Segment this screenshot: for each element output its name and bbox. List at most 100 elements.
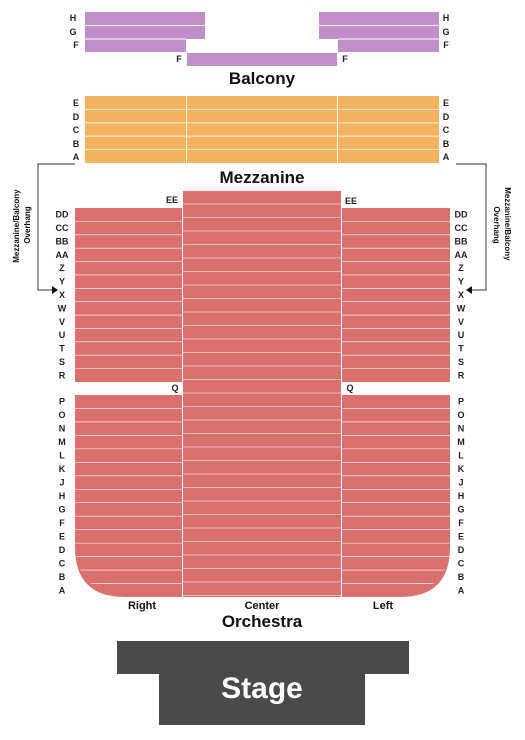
mezzanine-row-label-left: B: [73, 139, 80, 149]
stage-apron: [117, 641, 409, 674]
orchestra-rear-row-label-left: X: [59, 290, 65, 300]
orchestra-front-row-label-right: F: [458, 518, 464, 528]
orchestra-front-row-label-right: D: [458, 545, 465, 555]
orchestra-rear-row-label-right: R: [458, 370, 465, 380]
orchestra-row-dividers: [75, 191, 450, 597]
orchestra-rear-row-label-left: T: [59, 344, 65, 354]
orchestra-center-top-label-left: EE: [166, 195, 178, 205]
orchestra-front-row-label-left: L: [59, 451, 65, 461]
overhang-label-left: Mezzanine/Balcony Overhang: [12, 187, 32, 263]
orchestra-rear-row-label-left: CC: [56, 223, 69, 233]
orchestra-front-row-label-left: B: [59, 572, 66, 582]
balcony-row-label-left: H: [70, 13, 77, 23]
balcony-front-center-label-right: F: [342, 54, 348, 64]
orchestra-rear-row-label-left: R: [59, 370, 66, 380]
orchestra-rear-row-label-right: DD: [455, 210, 468, 220]
mezzanine-title: Mezzanine: [219, 168, 304, 187]
arrow-right-icon: [52, 286, 58, 294]
stage-label: Stage: [221, 672, 303, 705]
orchestra-rear-row-label-right: S: [458, 357, 464, 367]
overhang-label-line2: Overhang: [492, 206, 501, 243]
balcony-row-dividers: [85, 25, 439, 40]
stage: Stage: [117, 641, 409, 725]
orchestra-rear-row-label-right: AA: [455, 250, 468, 260]
orchestra-front-row-label-right: A: [458, 585, 465, 595]
orchestra-rear-row-label-right: V: [458, 317, 464, 327]
orchestra-front-right[interactable]: [75, 395, 182, 597]
orchestra-rear-row-label-left: V: [59, 317, 65, 327]
balcony-row-label-left: G: [69, 27, 76, 37]
orchestra-front-row-label-right: G: [457, 504, 464, 514]
orchestra-front-row-label-right: C: [458, 558, 465, 568]
orchestra-front-row-label-left: M: [58, 437, 66, 447]
mezzanine-row-label-left: D: [73, 112, 80, 122]
orchestra-rear-row-label-right: X: [458, 290, 464, 300]
orchestra-rear-row-label-right: BB: [455, 236, 468, 246]
orchestra-section-label-center: Center: [245, 600, 281, 612]
mezzanine-row-labels: E D C B A E D C B A: [73, 98, 450, 162]
orchestra-rear-row-label-right: T: [458, 344, 464, 354]
orchestra-rear-row-label-right: U: [458, 330, 465, 340]
orchestra-section-labels: Right Center Left: [128, 600, 393, 612]
balcony-title: Balcony: [229, 69, 296, 88]
orchestra-rear-row-label-left: W: [58, 303, 67, 313]
orchestra-rear-row-label-right: Z: [458, 263, 464, 273]
orchestra-center[interactable]: [183, 191, 341, 597]
balcony-section[interactable]: [85, 12, 439, 66]
orchestra-section-label-left: Left: [373, 600, 394, 612]
mezzanine-block-center[interactable]: [187, 96, 337, 163]
orchestra-front-row-label-right: B: [458, 572, 465, 582]
overhang-marker-left: Mezzanine/Balcony Overhang: [12, 163, 75, 294]
stage-main: [159, 673, 365, 725]
mezzanine-row-label-right: A: [443, 152, 450, 162]
orchestra-front-row-label-right: K: [458, 464, 465, 474]
orchestra-section[interactable]: [75, 191, 450, 597]
balcony-row-label-right: H: [443, 13, 450, 23]
orchestra-front-row-label-right: E: [458, 531, 464, 541]
orchestra-front-row-label-left: E: [59, 531, 65, 541]
orchestra-aisle-row-label-right: Q: [346, 383, 353, 393]
orchestra-front-row-label-left: F: [59, 518, 65, 528]
overhang-marker-right: Mezzanine/Balcony Overhang: [456, 163, 512, 294]
balcony-center-block-f[interactable]: [187, 53, 337, 66]
orchestra-rear-row-label-left: AA: [56, 250, 69, 260]
orchestra-front-row-label-left: C: [59, 558, 66, 568]
orchestra-front-row-label-right: P: [458, 397, 464, 407]
orchestra-front-left[interactable]: [342, 395, 450, 597]
balcony-right-block-f[interactable]: [338, 39, 439, 52]
orchestra-section-label-right: Right: [128, 600, 156, 612]
overhang-label-line1: Mezzanine/Balcony: [503, 187, 512, 261]
orchestra-front-row-label-left: N: [59, 424, 66, 434]
balcony-row-label-left: F: [73, 40, 79, 50]
balcony-row-labels: H G F H G F F F: [69, 13, 449, 64]
balcony-row-label-right: G: [442, 27, 449, 37]
orchestra-front-row-label-left: G: [58, 504, 65, 514]
orchestra-rear-row-label-left: DD: [56, 210, 69, 220]
orchestra-rear-row-label-left: S: [59, 357, 65, 367]
overhang-label-line1: Mezzanine/Balcony: [12, 189, 21, 263]
orchestra-rear-row-label-left: BB: [56, 236, 69, 246]
overhang-label-right: Mezzanine/Balcony Overhang: [492, 187, 512, 263]
orchestra-rear-row-label-left: U: [59, 330, 66, 340]
orchestra-rear-row-label-right: W: [457, 303, 466, 313]
overhang-bracket-left: [37, 163, 75, 291]
mezzanine-block-right[interactable]: [85, 96, 186, 163]
mezzanine-section[interactable]: [85, 96, 439, 163]
orchestra-rear-right[interactable]: [75, 208, 182, 382]
arrow-left-icon: [466, 286, 472, 294]
mezzanine-block-left[interactable]: [338, 96, 439, 163]
balcony-front-center-label-left: F: [176, 54, 182, 64]
orchestra-front-row-label-left: D: [59, 545, 66, 555]
orchestra-front-row-label-left: P: [59, 397, 65, 407]
orchestra-front-row-label-right: M: [457, 437, 465, 447]
orchestra-rear-left[interactable]: [342, 208, 450, 382]
overhang-label-line2: Overhang: [23, 206, 32, 243]
orchestra-front-row-label-right: J: [458, 478, 463, 488]
orchestra-front-row-label-left: H: [59, 491, 66, 501]
orchestra-aisle-row-label-left: Q: [171, 383, 178, 393]
orchestra-rear-row-label-left: Y: [59, 277, 65, 287]
balcony-left-block-f[interactable]: [85, 39, 186, 52]
orchestra-front-row-label-left: O: [58, 410, 65, 420]
